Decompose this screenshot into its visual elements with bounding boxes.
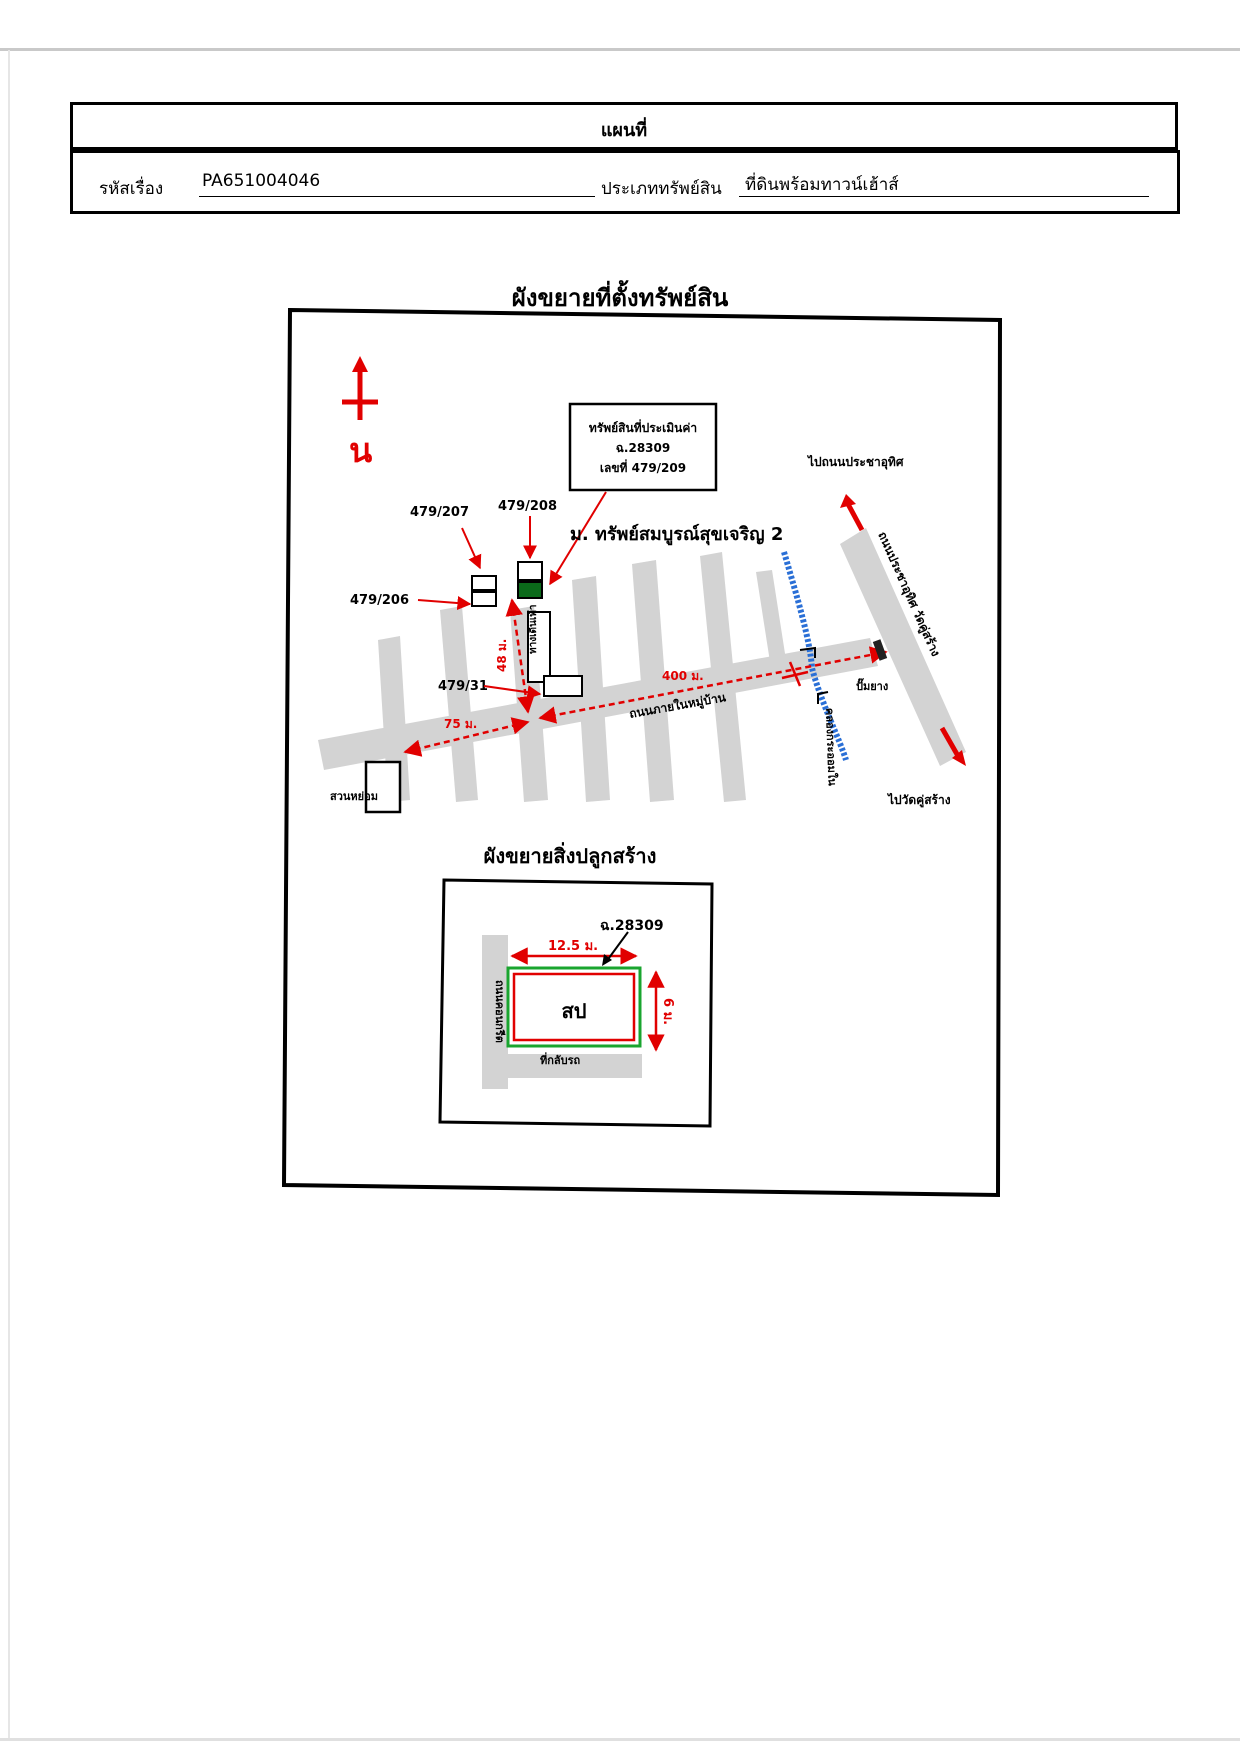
house-label-479-208: 479/208: [498, 499, 557, 514]
left-road-label: ถนนคอนกรีต: [493, 980, 506, 1043]
house-479-207b: [471, 591, 497, 607]
page-title: แผนที่: [600, 120, 648, 141]
distance-48m-label: 48 ม.: [495, 639, 509, 672]
property-box-line-1: ทรัพย์สินที่ประเมินค่า: [589, 419, 697, 435]
depth-label: 6 ม.: [660, 998, 675, 1025]
canal-label: คลองกระออมใน: [823, 708, 840, 787]
location-map-frame: [281, 307, 1003, 1198]
property-house-479-209: [517, 581, 543, 599]
house-label-479-206: 479/206: [350, 593, 409, 608]
house-479-208: [517, 561, 543, 581]
highway-arrow-north-icon: [840, 494, 865, 532]
canal-line: [781, 551, 849, 761]
building-map-title: ผังขยายสิ่งปลูกสร้าง: [483, 844, 657, 868]
info-box: รหัสเรื่อง PA651004046 ประเภททรัพย์สิน ท…: [70, 150, 1180, 214]
gas-station-label: ปั๊มยาง: [856, 678, 888, 693]
title-box: แผนที่: [70, 102, 1178, 150]
north-arrow-icon: [342, 356, 378, 420]
case-underline: [199, 196, 595, 197]
page-top-edge: [0, 48, 1240, 51]
park-label: สวนหย่อม: [330, 790, 378, 803]
bottom-road-label: ที่กลับรถ: [540, 1052, 581, 1067]
property-pointer-arrow: [549, 491, 607, 586]
to-north-label: ไปถนนประชาอุทิศ: [806, 454, 904, 470]
type-value: ที่ดินพร้อมทาวน์เฮ้าส์: [745, 175, 899, 195]
location-map-title: ผังขยายที่ตั้งทรัพย์สิน: [511, 284, 729, 312]
type-underline: [739, 196, 1149, 197]
distance-400m-arrow: [538, 646, 888, 724]
house-label-479-207: 479/207: [410, 505, 469, 520]
property-box-line-2: ฉ.28309: [616, 441, 670, 455]
house-479-207a: [471, 575, 497, 591]
gas-station-marker: [872, 639, 888, 661]
distance-75m-label: 75 ม.: [444, 717, 477, 731]
deed-label: ฉ.28309: [600, 918, 664, 934]
park-block: [364, 760, 402, 814]
to-south-label: ไปวัดคู่สร้าง: [886, 792, 951, 808]
house-479-31: [543, 675, 583, 697]
village-name: ม. ทรัพย์สมบูรณ์สุขเจริญ 2: [570, 523, 783, 546]
building-roads: [482, 935, 642, 1089]
walkway-block: [527, 611, 551, 683]
width-label: 12.5 ม.: [548, 939, 598, 954]
house-label-479-31: 479/31: [438, 679, 488, 694]
building-map-frame: [438, 878, 714, 1128]
distance-75m-arrow: [403, 717, 530, 757]
property-box-line-3: เลขที่ 479/209: [600, 459, 686, 475]
junction-cross-icon: [781, 661, 809, 687]
page-bottom-edge: [0, 1738, 1240, 1741]
case-value: PA651004046: [202, 171, 321, 191]
page-left-edge: [8, 50, 10, 1740]
building-footprint: [512, 972, 636, 1042]
deed-pointer: [605, 931, 629, 963]
distance-48m-arrow: [505, 598, 535, 714]
distance-400m-label: 400 ม.: [662, 669, 704, 683]
building-code: สป: [562, 999, 587, 1023]
north-label: น: [349, 431, 372, 471]
pointer-479-206: [417, 596, 472, 611]
highway-arrow-south-icon: [939, 726, 966, 766]
deed-pointer-head: [602, 954, 612, 966]
pointer-479-207: [461, 527, 482, 570]
walkway-label: ทางเดินเท้า: [527, 605, 539, 654]
property-info-box: [568, 402, 718, 492]
pointer-479-31: [483, 685, 542, 700]
case-label: รหัสเรื่อง: [99, 179, 164, 199]
type-label: ประเภททรัพย์สิน: [601, 179, 722, 199]
road-network: [318, 528, 966, 802]
